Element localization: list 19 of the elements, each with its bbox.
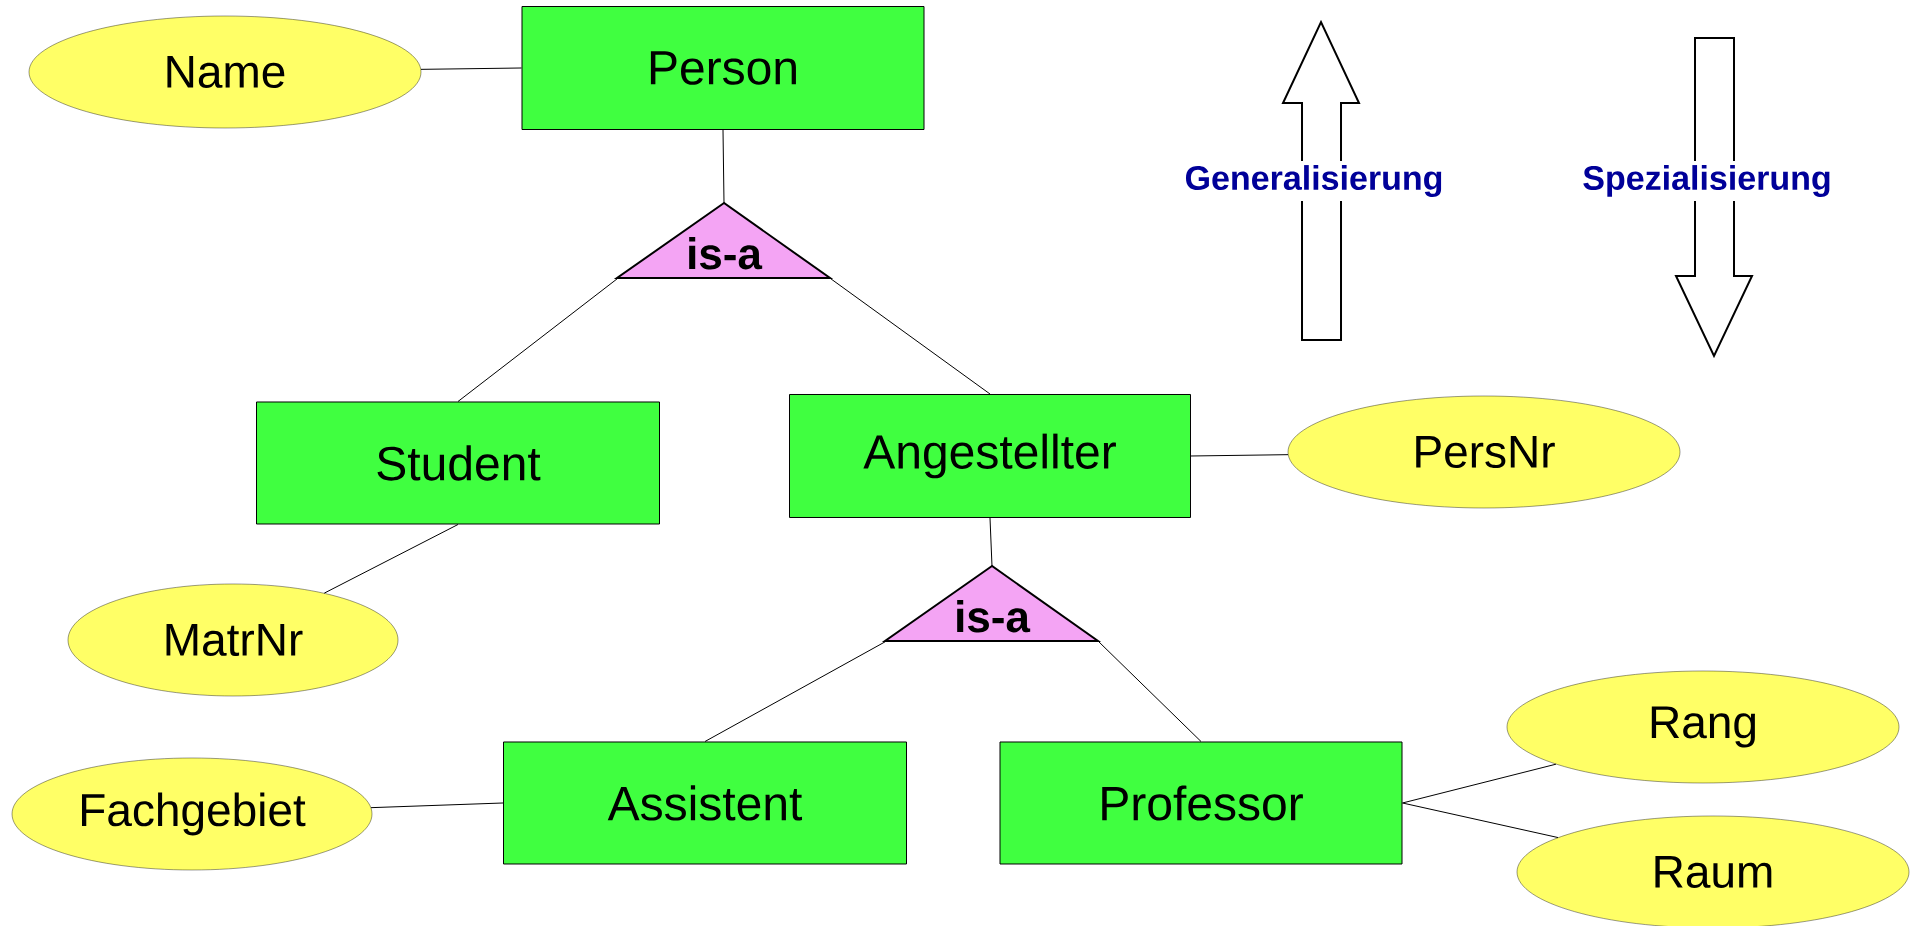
- connector-line: [323, 524, 459, 594]
- entity-box: Person: [521, 6, 925, 130]
- entity-box: Assistent: [503, 741, 907, 865]
- connector-line: [1402, 763, 1557, 804]
- connector-line: [830, 278, 991, 395]
- connector-line: [1402, 802, 1559, 839]
- connector-line: [989, 517, 993, 567]
- connector-line: [1098, 641, 1202, 742]
- connector-line: [704, 641, 886, 742]
- direction-label: Spezialisierung: [1578, 161, 1836, 201]
- entity-box: Angestellter: [789, 394, 1191, 518]
- connector-line: [420, 67, 522, 70]
- entity-box: Student: [256, 401, 660, 525]
- connector-line: [1190, 454, 1289, 457]
- entity-box: Professor: [999, 741, 1403, 865]
- connector-line: [457, 278, 618, 402]
- connector-line: [370, 802, 504, 809]
- connector-line: [722, 129, 725, 204]
- direction-label: Generalisierung: [1180, 161, 1448, 201]
